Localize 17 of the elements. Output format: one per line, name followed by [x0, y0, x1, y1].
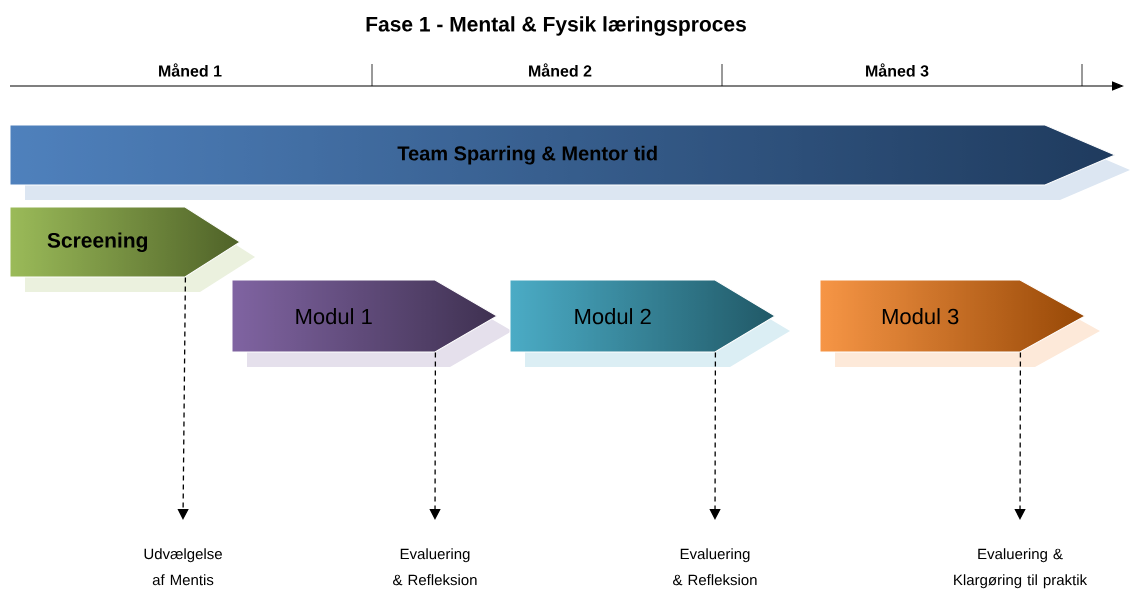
- month-label: Måned 1: [159, 63, 222, 77]
- phase-banner: Modul 3: [819, 279, 1100, 367]
- note-text: Evaluering & Klargøring til praktik: [954, 548, 1088, 589]
- arrow: [709, 351, 721, 520]
- note-text: Evaluering & Refleksion: [673, 548, 757, 586]
- arrow: [1014, 351, 1026, 520]
- note-text: Evaluering & Refleksion: [393, 548, 477, 586]
- month-label: Måned 2: [529, 63, 592, 77]
- phase-banner: Screening: [9, 206, 255, 292]
- note-text: Udvælgelse af Mentis: [144, 548, 222, 586]
- arrow: [429, 351, 441, 520]
- phase-banner: Modul 2: [509, 279, 790, 367]
- arrow: [177, 276, 189, 520]
- phase-banner: Team Sparring & Mentor tid: [9, 124, 1130, 200]
- month-label: Måned 3: [866, 63, 929, 77]
- phase-banner: Modul 1: [231, 279, 512, 367]
- title: Fase 1 - Mental & Fysik læringsproces: [366, 16, 746, 36]
